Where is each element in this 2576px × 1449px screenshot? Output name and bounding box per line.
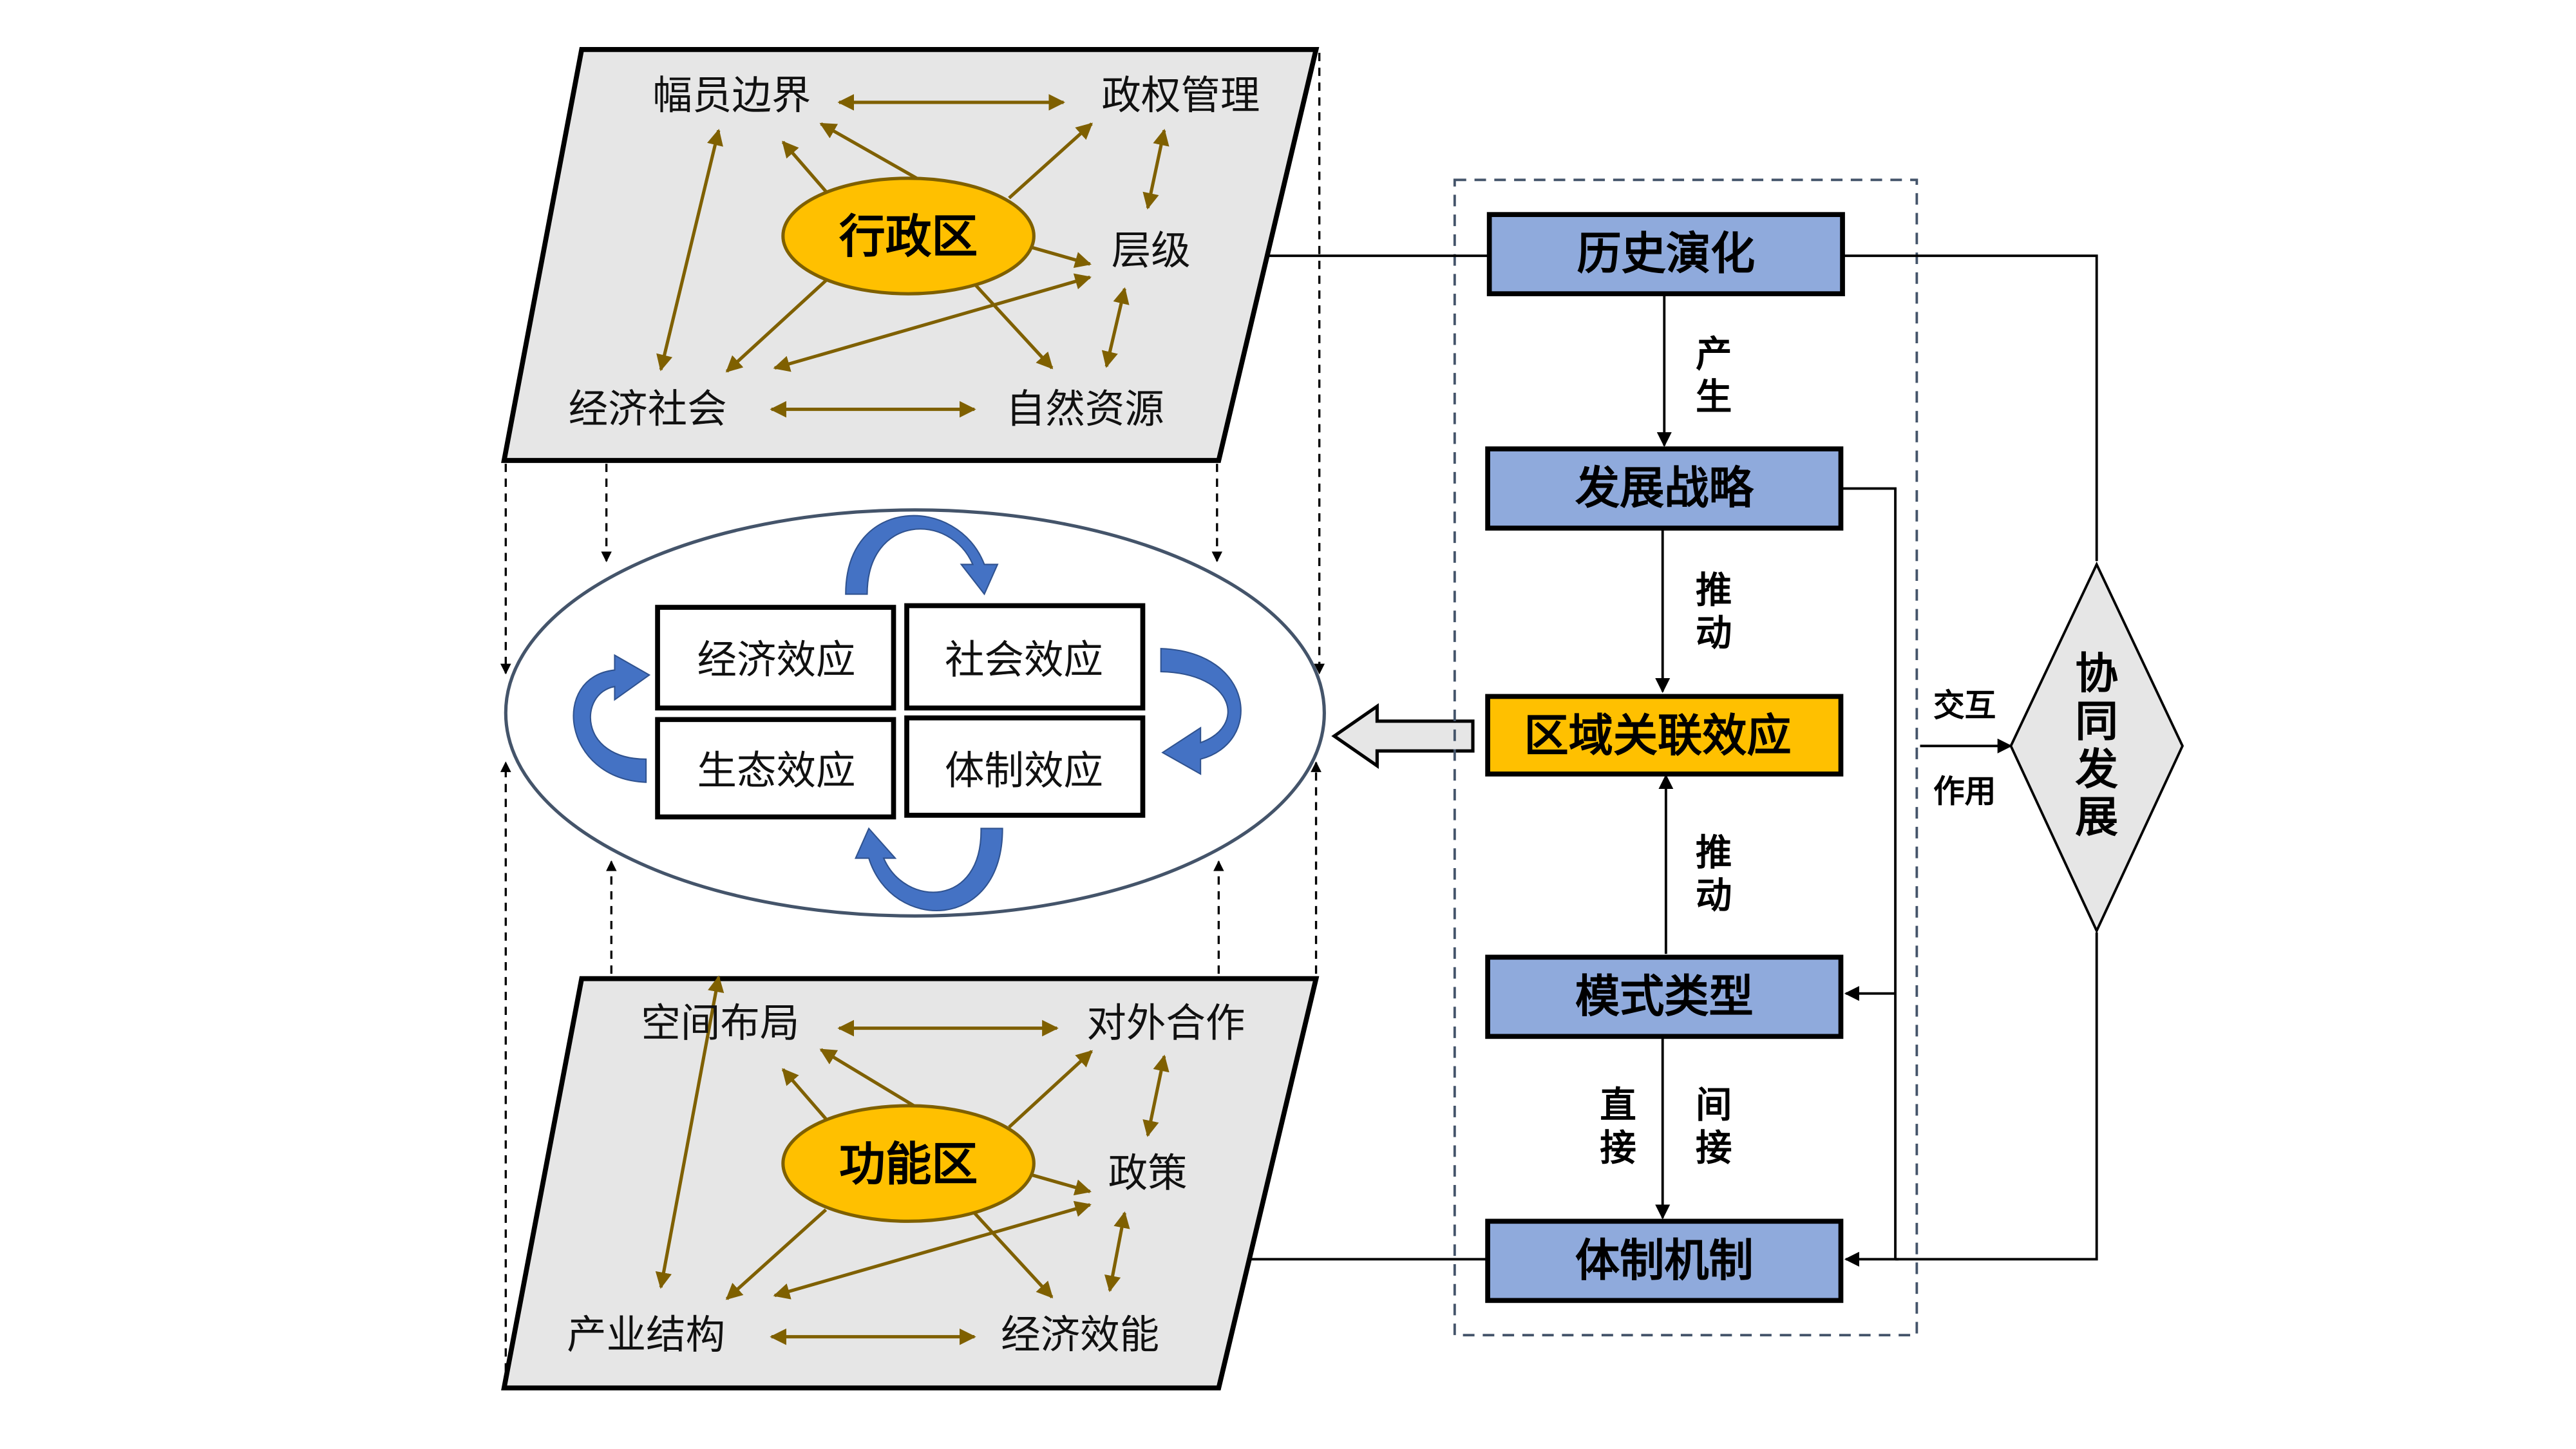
arrow <box>656 128 723 372</box>
flow-box-pattern <box>1485 954 1844 1039</box>
arrow <box>1032 1173 1092 1196</box>
arrow <box>1142 1054 1170 1137</box>
synergy-diamond <box>2009 561 2184 934</box>
arrow <box>819 1048 918 1109</box>
edge-produce-1: 产 <box>1696 333 1732 375</box>
admin-region-label: 行政区 <box>839 209 978 263</box>
arrow <box>973 1211 1054 1299</box>
effect-institutional: 体制效应 <box>945 747 1103 793</box>
cycle-arrow-right <box>1160 648 1242 775</box>
arrow <box>1008 1050 1093 1129</box>
node-spatial-layout: 空间布局 <box>641 999 799 1046</box>
flow-box-regional <box>1485 694 1844 777</box>
functional-region-node <box>781 1104 1036 1223</box>
flow-box-mechanism <box>1485 1218 1844 1303</box>
edge-indirect-1: 间 <box>1696 1084 1732 1126</box>
node-industrial-structure: 产业结构 <box>567 1312 725 1358</box>
synergy-4: 展 <box>2075 791 2118 842</box>
cycle-arrow-top <box>845 515 999 596</box>
flow-pattern: 模式类型 <box>1575 971 1754 1023</box>
hollow-left-arrow <box>1331 703 1475 769</box>
effect-social: 社会效应 <box>945 637 1103 683</box>
cycle-arrow-left <box>573 654 651 783</box>
functional-region-plane: 功能区 空间布局 对外合作 政策 产业结构 经济效能 <box>501 975 1320 1391</box>
arrow <box>819 122 918 180</box>
effect-box-social <box>904 603 1146 711</box>
admin-region-node <box>781 176 1036 296</box>
node-socioeconomic: 经济社会 <box>569 386 727 432</box>
arrow <box>773 1200 1092 1300</box>
edge-push2-1: 推 <box>1696 831 1732 874</box>
synergy-2: 同 <box>2075 696 2118 746</box>
flow-mechanism: 体制机制 <box>1575 1235 1754 1287</box>
edge-produce-2: 生 <box>1696 376 1732 419</box>
arrow <box>1142 128 1170 210</box>
flow-regional: 区域关联效应 <box>1524 710 1791 762</box>
edge-indirect-2: 接 <box>1696 1127 1732 1170</box>
effect-box-institutional <box>904 715 1146 818</box>
functional-region-label: 功能区 <box>839 1137 978 1191</box>
effects-ellipse: 经济效应 社会效应 生态效应 体制效应 <box>504 508 1326 918</box>
cycle-arrow-bottom <box>855 827 1003 912</box>
arrow <box>773 273 1092 372</box>
flow-strategy: 发展战略 <box>1575 462 1755 515</box>
arrow <box>655 975 724 1289</box>
edge-push1-2: 动 <box>1696 612 1732 654</box>
flow-history: 历史演化 <box>1577 228 1755 280</box>
edge-push2-2: 动 <box>1696 874 1732 916</box>
arrow <box>781 1068 828 1121</box>
node-hierarchy: 层级 <box>1112 227 1191 274</box>
node-policy: 政策 <box>1108 1150 1188 1197</box>
arrow <box>973 283 1054 370</box>
node-natural-resources: 自然资源 <box>1006 386 1164 432</box>
edge-direct-1: 直 <box>1600 1084 1636 1126</box>
flow-box-history <box>1486 212 1845 296</box>
arrow <box>725 1208 828 1300</box>
arrow <box>1101 287 1130 368</box>
arrow <box>1104 1211 1130 1293</box>
arrow <box>725 279 828 373</box>
dashed-connectors <box>500 53 1325 1387</box>
admin-region-plane: 行政区 幅员边界 政权管理 层级 经济社会 自然资源 <box>501 47 1320 463</box>
effect-economic: 经济效应 <box>697 637 856 683</box>
effect-box-economic <box>655 605 896 711</box>
node-boundary: 幅员边界 <box>652 72 811 118</box>
node-governance: 政权管理 <box>1101 72 1260 118</box>
dashed-frame <box>1453 178 1918 1337</box>
arrow <box>1008 122 1093 200</box>
effect-ecological: 生态效应 <box>697 747 856 793</box>
flow-box-strategy <box>1485 446 1844 531</box>
effect-box-ecological <box>655 717 896 820</box>
flow-connectors <box>1250 254 2098 1267</box>
synergy-1: 协 <box>2075 648 2118 699</box>
interaction-label-top: 交互 <box>1933 687 1996 724</box>
node-external-cooperation: 对外合作 <box>1086 999 1245 1046</box>
arrow <box>781 140 828 193</box>
interaction-label-bottom: 作用 <box>1933 773 1996 810</box>
edge-direct-2: 接 <box>1600 1127 1636 1170</box>
synergy-3: 发 <box>2075 743 2118 794</box>
node-economic-efficiency: 经济效能 <box>1001 1312 1159 1358</box>
edge-push1-1: 推 <box>1696 569 1732 611</box>
arrow <box>1032 245 1092 269</box>
